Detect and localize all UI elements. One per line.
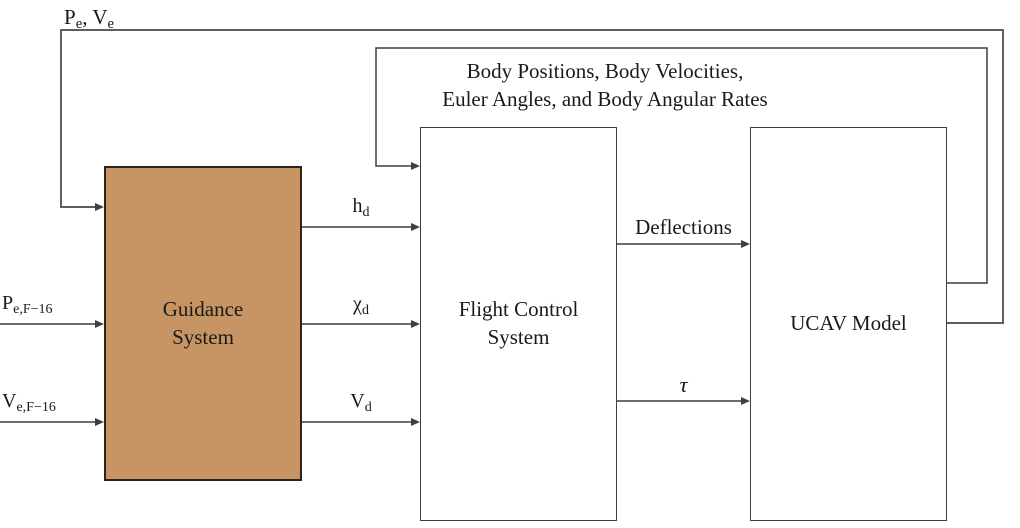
body-states-feedback-path	[375, 47, 988, 284]
v-d-arrowhead-icon	[411, 418, 420, 426]
guidance-system-block: Guidance System	[104, 166, 302, 481]
body-states-feedback-label-line2: Euler Angles, and Body Angular Rates	[442, 87, 768, 111]
h-d-signal-label: hd	[302, 194, 420, 219]
pe-f16-signal-label: Pe,F−16	[2, 291, 53, 316]
body-states-feedback-label: Body Positions, Body Velocities, Euler A…	[380, 57, 830, 113]
flight-control-system-label-line2: System	[487, 325, 550, 349]
deflections-signal-label: Deflections	[635, 215, 732, 239]
v-d-base: V	[350, 390, 365, 412]
guidance-system-label-line1: Guidance	[162, 296, 244, 321]
guidance-system-label: Guidance System	[163, 296, 243, 351]
pe-ve-signal-label: Pe, Ve	[64, 4, 115, 33]
pe-ve-sub2: e	[107, 16, 115, 33]
h-d-sub: d	[362, 204, 370, 220]
guidance-system-label-line2: System	[172, 324, 234, 349]
flight-control-system-label: Flight Control System	[459, 296, 579, 351]
h-d-base: h	[352, 195, 363, 217]
body-states-arrowhead-icon	[411, 162, 420, 170]
chi-d-arrowhead-icon	[411, 320, 420, 328]
v-d-signal-label: Vd	[302, 389, 420, 414]
pe-f16-sub: e,F−16	[13, 301, 53, 317]
pe-ve-feedback-path	[60, 29, 1004, 324]
pe-f16-base: P	[2, 292, 14, 314]
v-d-sub: d	[364, 399, 372, 415]
h-d-arrowhead-icon	[411, 223, 420, 231]
ucav-model-label: UCAV Model	[790, 311, 907, 336]
chi-d-signal-label: χd	[302, 292, 420, 317]
pe-ve-base1: P	[64, 5, 76, 29]
ucav-model-block: UCAV Model	[750, 127, 947, 521]
chi-d-sub: d	[361, 302, 369, 318]
ve-f16-arrowhead-icon	[95, 418, 104, 426]
pe-ve-sub1: e	[75, 16, 83, 33]
chi-d-base: χ	[353, 293, 362, 315]
flight-control-system-label-line1: Flight Control	[458, 297, 579, 322]
ve-f16-signal-label: Ve,F−16	[2, 389, 56, 414]
ve-f16-sub: e,F−16	[16, 399, 56, 415]
pe-f16-arrowhead-icon	[95, 320, 104, 328]
tau-arrowhead-icon	[741, 397, 750, 405]
body-states-feedback-label-line1: Body Positions, Body Velocities,	[466, 59, 744, 83]
pe-ve-arrowhead-icon	[95, 203, 104, 211]
deflections-arrowhead-icon	[741, 240, 750, 248]
flight-control-system-block: Flight Control System	[420, 127, 617, 521]
ve-f16-base: V	[2, 390, 17, 412]
pe-ve-mid: , V	[82, 5, 108, 29]
tau-signal-label: τ	[679, 372, 688, 397]
